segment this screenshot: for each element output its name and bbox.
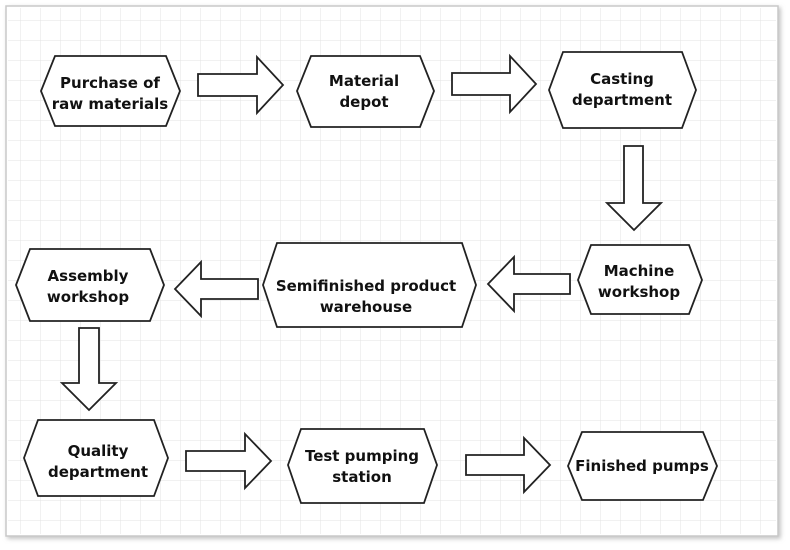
node-test-line-1: Test pumping — [305, 447, 419, 465]
arrow-depot-to-casting — [451, 53, 538, 115]
node-machine: Machine workshop — [577, 244, 703, 315]
arrow-assembly-to-quality — [59, 327, 119, 412]
arrow-casting-to-machine — [604, 145, 664, 232]
node-casting-line-2: department — [572, 91, 672, 109]
node-finished: Finished pumps — [567, 431, 718, 501]
arrow-semifinished-to-assembly — [173, 259, 259, 319]
node-test-line-2: station — [332, 468, 392, 486]
node-finished-line-1: Finished pumps — [575, 457, 709, 475]
node-casting: Casting department — [548, 51, 697, 129]
node-assembly-line-1: Assembly — [48, 267, 129, 285]
node-assembly: Assembly workshop — [15, 248, 165, 322]
arrow-quality-to-test — [185, 431, 273, 491]
arrow-machine-to-semifinished — [486, 254, 571, 314]
node-depot-line-1: Material — [329, 72, 399, 90]
arrow-purchase-to-depot — [197, 54, 285, 116]
node-semifinished-line-1: Semifinished product — [276, 277, 456, 295]
node-quality: Quality department — [23, 419, 169, 497]
node-purchase: Purchase of raw materials — [40, 55, 181, 127]
arrow-test-to-finished — [465, 435, 552, 495]
node-assembly-line-2: workshop — [47, 288, 129, 306]
node-semifinished: Semifinished product warehouse — [262, 242, 477, 328]
node-quality-line-2: department — [48, 463, 148, 481]
node-casting-line-1: Casting — [590, 70, 654, 88]
node-purchase-line-2: raw materials — [52, 95, 168, 113]
node-depot-line-2: depot — [339, 93, 388, 111]
arrows-layer — [59, 53, 664, 495]
node-depot: Material depot — [296, 55, 435, 128]
node-test: Test pumping station — [287, 428, 438, 504]
node-machine-line-2: workshop — [598, 283, 680, 301]
node-semifinished-line-2: warehouse — [320, 298, 412, 316]
node-purchase-line-1: Purchase of — [60, 74, 160, 92]
node-quality-line-1: Quality — [68, 442, 129, 460]
node-machine-line-1: Machine — [604, 262, 675, 280]
